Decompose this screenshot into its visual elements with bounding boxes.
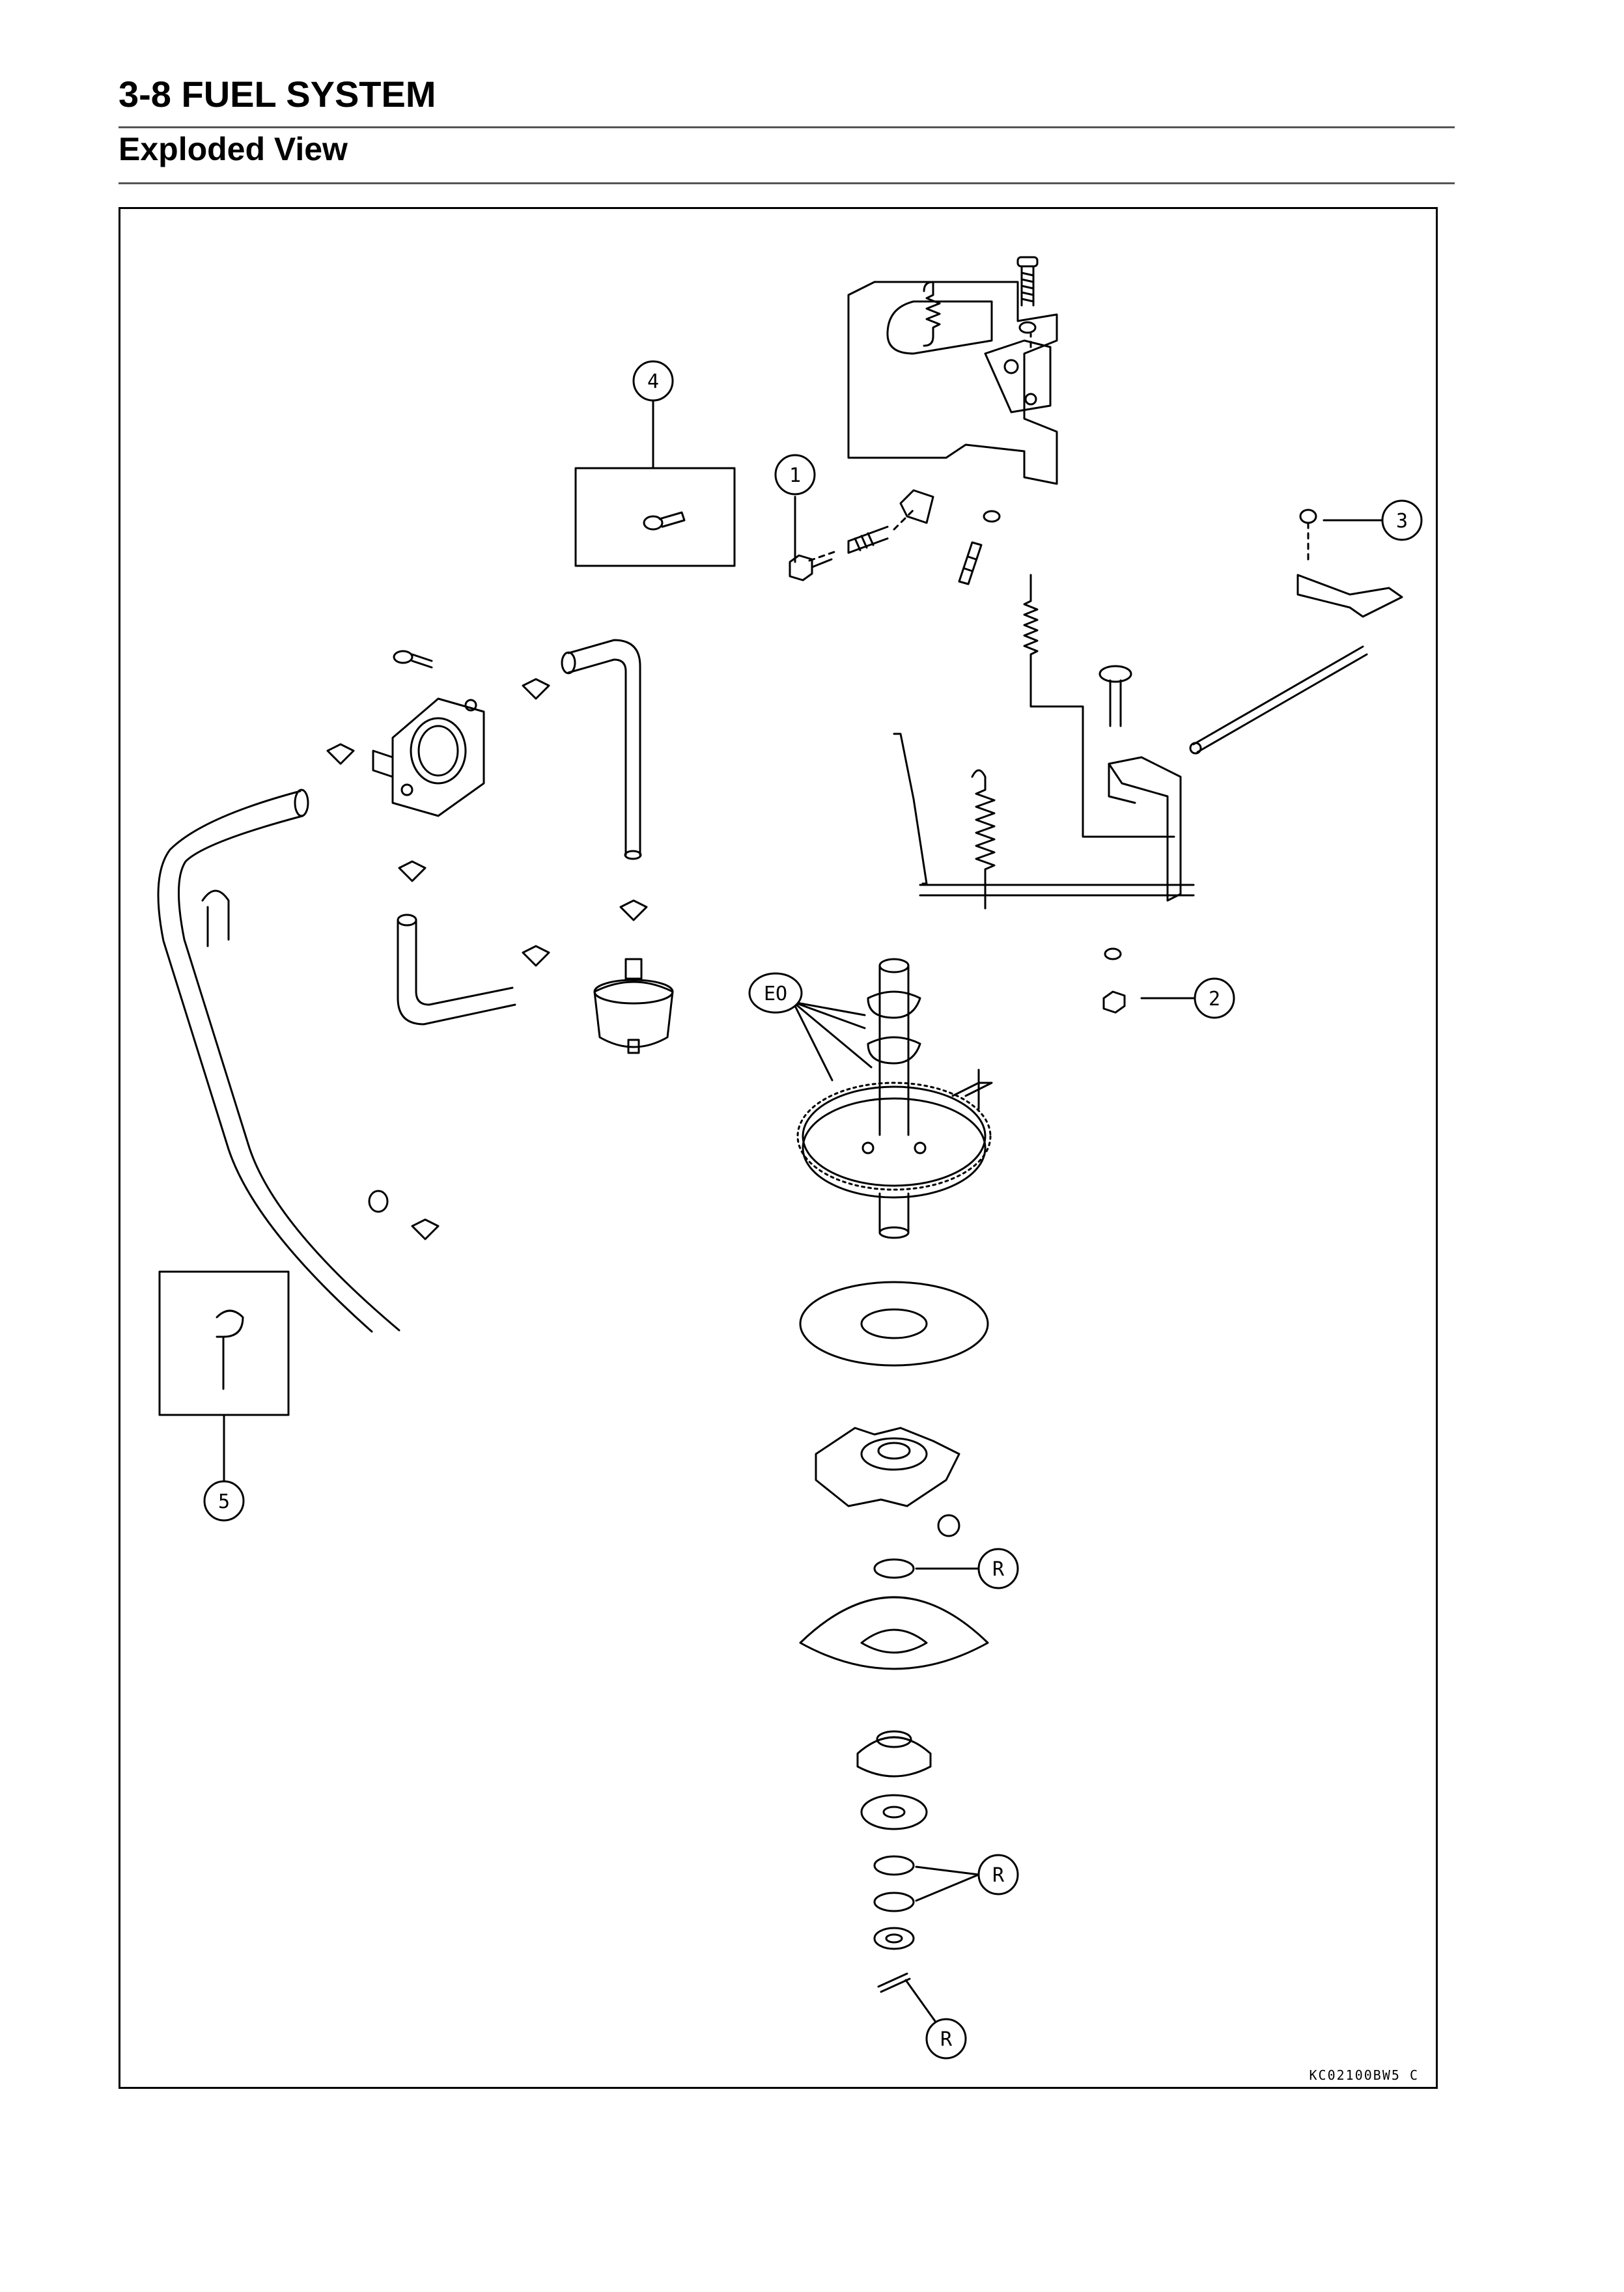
svg-text:EO: EO [764, 983, 787, 1005]
header-rule [119, 126, 1455, 128]
fuel-pump [372, 650, 485, 817]
fuel-hose-right [561, 639, 642, 860]
svg-text:4: 4 [647, 370, 659, 393]
svg-text:2: 2 [1209, 988, 1220, 1011]
eo-leaders [792, 1001, 873, 1082]
exploded-view-figure: 1 2 3 4 5 EO R R [119, 207, 1438, 2089]
figure-code: KC02100BW5 C [1309, 2067, 1419, 2083]
callout-1: 1 [774, 454, 816, 496]
clip-detail-5 [216, 1309, 244, 1390]
exploded-view-drawing: 1 2 3 4 5 EO R R [157, 256, 1423, 2060]
callout-r-snap-ring: R [977, 1548, 1019, 1589]
callout-3: 3 [1381, 499, 1423, 541]
svg-text:R: R [940, 2028, 953, 2051]
governor-shaft-assembly [893, 509, 1403, 1014]
svg-text:1: 1 [789, 464, 801, 487]
screw-detail-4 [643, 511, 686, 531]
callout-r-snap-rings: R [977, 1854, 1019, 1895]
fuel-hose-short [397, 914, 516, 1026]
subsection-title: Exploded View [119, 131, 348, 167]
svg-text:R: R [992, 1558, 1005, 1581]
fuel-filter [593, 958, 674, 1054]
box-4-screw-detail [574, 467, 736, 567]
svg-text:5: 5 [218, 1490, 230, 1513]
section-title: 3-8 FUEL SYSTEM [119, 74, 436, 115]
governor-bracket-assembly [789, 256, 1058, 585]
hose-clip-left [201, 889, 230, 947]
fuel-hose-long-left [157, 789, 400, 1333]
governor-parts-stack [799, 1281, 989, 1993]
callout-4: 4 [632, 360, 674, 402]
subheader-rule [119, 182, 1455, 184]
camshaft-gear [796, 958, 993, 1239]
callout-eo: EO [748, 972, 803, 1014]
callout-r-pin: R [925, 2018, 967, 2060]
callout-5: 5 [203, 1480, 245, 1522]
svg-text:3: 3 [1396, 510, 1408, 533]
hose-clamps [326, 678, 648, 1240]
svg-text:R: R [992, 1864, 1005, 1887]
callout-2: 2 [1194, 977, 1235, 1019]
callout-leaders [794, 496, 1384, 2027]
